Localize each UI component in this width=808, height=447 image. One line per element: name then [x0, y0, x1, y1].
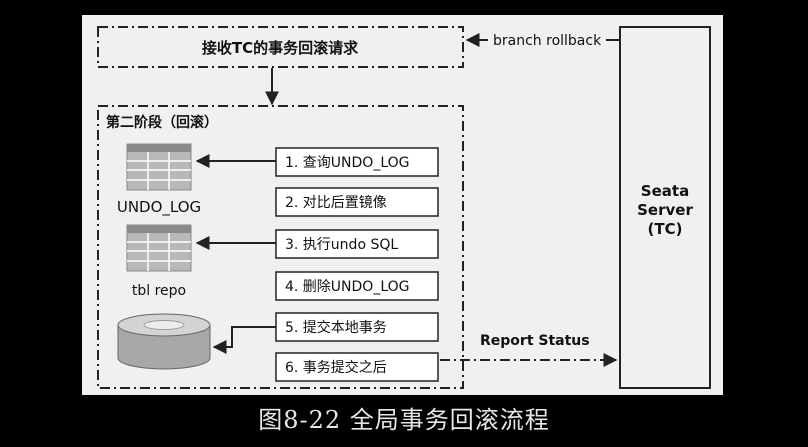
step-6-label: 6. 事务提交之后 [285, 359, 387, 376]
step-4: 4. 删除UNDO_LOG [275, 271, 439, 301]
step-4-label: 4. 删除UNDO_LOG [285, 279, 410, 295]
step-3: 3. 执行undo SQL [275, 229, 439, 259]
step-6: 6. 事务提交之后 [275, 352, 439, 382]
step-1-label: 1. 查询UNDO_LOG [285, 155, 410, 171]
phase-two-box [97, 105, 464, 389]
report-status-label: Report Status [480, 333, 590, 349]
seata-server-label-line-1: Seata [641, 182, 689, 200]
step-5-label: 5. 提交本地事务 [285, 319, 387, 336]
tbl-repo-table-icon [126, 224, 192, 272]
phase-two-title: 第二阶段（回滚） [106, 114, 218, 131]
step-2-label: 2. 对比后置镜像 [285, 195, 387, 211]
step-1: 1. 查询UNDO_LOG [275, 147, 439, 177]
tc-request-label: 接收TC的事务回滚请求 [202, 39, 359, 57]
branch-rollback-label: branch rollback [493, 33, 602, 49]
seata-server-box [619, 26, 711, 389]
undo-log-table-icon [126, 143, 192, 191]
seata-server-label-line-2: Server [637, 201, 693, 219]
seata-server-label-line-3: (TC) [648, 220, 683, 238]
tbl-repo-label: tbl repo [132, 283, 186, 299]
database-icon [117, 313, 211, 370]
step-3-label: 3. 执行undo SQL [285, 237, 398, 253]
step-5-arrow [212, 326, 276, 354]
step-2: 2. 对比后置镜像 [275, 187, 439, 217]
tc-request-box [97, 26, 464, 68]
undo-log-label: UNDO_LOG [117, 198, 201, 217]
figure-caption: 图8-22 全局事务回滚流程 [258, 406, 550, 434]
step-5: 5. 提交本地事务 [275, 312, 439, 342]
